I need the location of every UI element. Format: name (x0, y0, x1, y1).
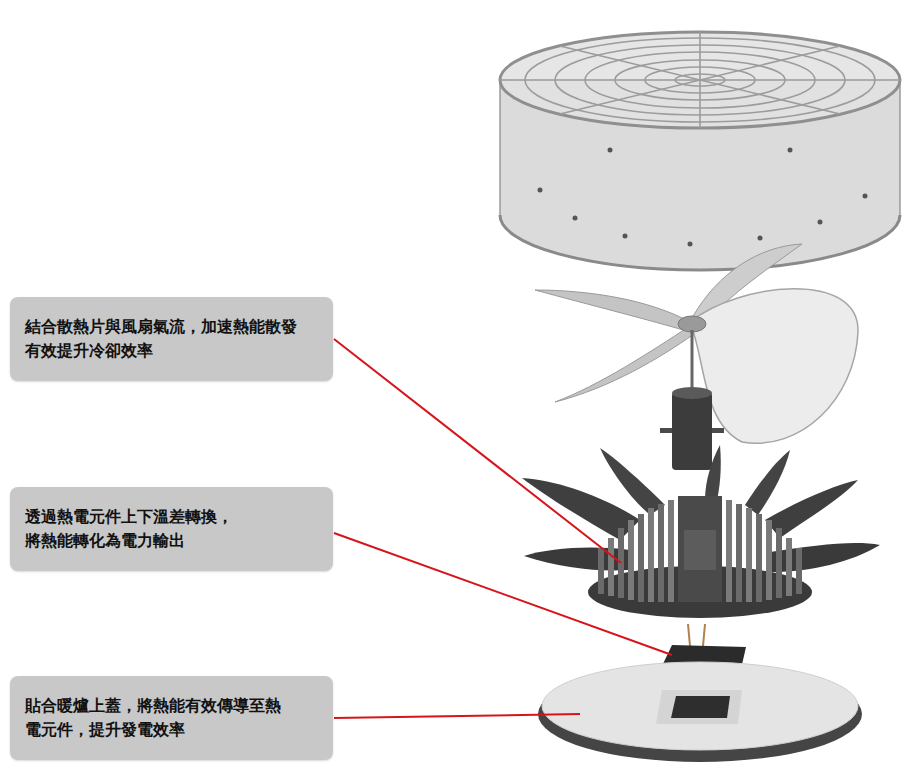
heat-sink (522, 445, 880, 618)
leader-lines (334, 339, 672, 718)
fan-guard (500, 32, 900, 270)
fan-blade (535, 290, 690, 332)
leader-line (334, 714, 580, 718)
guard-holes (538, 148, 868, 247)
fan-hub (678, 316, 706, 332)
callout-text: 透過熱電元件上下溫差轉換， 將熱能轉化為電力輸出 (25, 505, 243, 553)
callout-box: 貼合暖爐上蓋，將熱能有效傳導至熱 電元件，提升發電效率 (10, 676, 333, 760)
leader-line (334, 339, 621, 563)
fan-blade (690, 289, 858, 443)
guard-rim (500, 215, 900, 270)
callout-box: 結合散熱片與風扇氣流，加速熱能散發 有效提升冷卻效率 (10, 297, 333, 381)
leader-line (334, 533, 672, 655)
fan-blade (555, 326, 694, 402)
motor (660, 330, 724, 470)
callout-text: 結合散熱片與風扇氣流，加速熱能散發 有效提升冷卻效率 (25, 315, 303, 363)
callout-box: 透過熱電元件上下溫差轉換， 將熱能轉化為電力輸出 (10, 487, 333, 571)
callout-text: 貼合暖爐上蓋，將熱能有效傳導至熱 電元件，提升發電效率 (25, 694, 287, 742)
guard-top (500, 32, 900, 128)
stove-top-plate (538, 662, 862, 762)
guard-grille (500, 32, 900, 128)
